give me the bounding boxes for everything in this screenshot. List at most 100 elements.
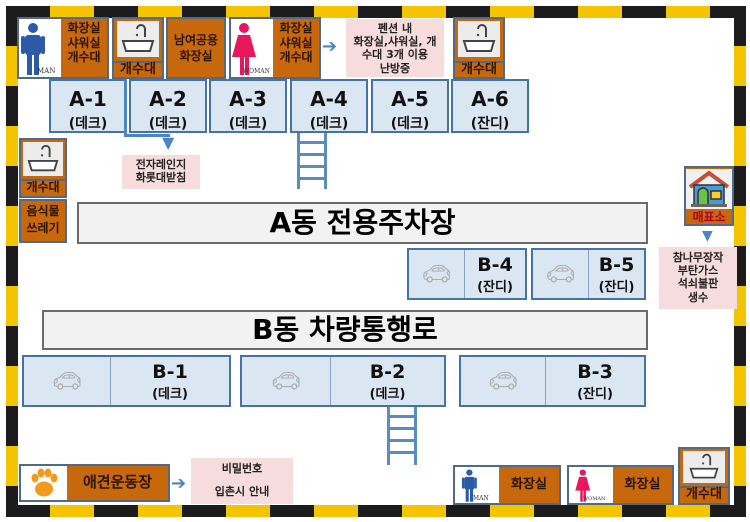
site-id: B-1 (152, 361, 188, 383)
site-a-6[interactable]: A-6 (잔디) (451, 79, 529, 133)
site-id: B-3 (577, 361, 613, 383)
sink-label: 개수대 (680, 486, 728, 502)
a-parking-banner: A동 전용주차장 (77, 202, 648, 244)
site-type: (잔디) (477, 280, 513, 295)
woman-icon: WOMAN (569, 467, 613, 503)
site-a-3[interactable]: A-3 (데크) (209, 79, 287, 133)
ladder-icon (387, 407, 417, 465)
site-b-3[interactable]: 🚗︎ B-3 (잔디) (459, 355, 646, 407)
paw-icon (21, 466, 67, 500)
sink-label: 개수대 (455, 61, 503, 77)
food-waste-text-1: 음식물 (26, 204, 60, 218)
sink-facility-top-left[interactable]: 개수대 (112, 17, 164, 79)
dog-run-note-line-1: 비밀번호 (221, 462, 263, 475)
site-a-2[interactable]: A-2 (데크) (129, 79, 207, 133)
food-waste-text-2: 쓰레기 (26, 220, 60, 235)
men-restroom-text-1: 화장실 (67, 21, 101, 35)
site-id: A-6 (471, 87, 509, 111)
men-restroom-text-3: 개수대 (67, 50, 101, 65)
site-id: B-2 (369, 361, 406, 383)
house-icon (686, 169, 732, 209)
store-note-line-3: 석쇠불판 (677, 277, 719, 291)
site-type: (잔디) (470, 116, 510, 132)
men-restroom-facility[interactable]: MAN 화장실 샤워실 개수대 (17, 17, 109, 79)
hazard-border-top (6, 6, 746, 18)
dog-run-facility[interactable]: 애견운동장 (19, 464, 170, 502)
site-type: (잔디) (598, 280, 635, 295)
site-id: B-5 (598, 254, 635, 276)
woman-icon-label: WOMAN (583, 496, 606, 502)
b-road-banner: B동 차량통행로 (42, 310, 648, 350)
a2-note-line-2: 화롯대받침 (135, 171, 187, 185)
site-type: (데크) (390, 116, 430, 132)
unisex-text-2: 화장실 (179, 48, 213, 63)
unisex-restroom-facility[interactable]: 남여공용 화장실 (166, 17, 226, 79)
sink-facility-bottom-right[interactable]: 개수대 (678, 447, 730, 505)
women-restroom-text-3: 개수대 (279, 50, 313, 65)
site-b-4[interactable]: 🚗︎ B-4 (잔디) (407, 248, 527, 300)
site-type: (데크) (68, 116, 108, 132)
site-id: A-1 (69, 87, 107, 111)
site-b-5[interactable]: 🚗︎ B-5 (잔디) (531, 248, 646, 300)
store-note-line-4: 생수 (687, 290, 709, 304)
sink-icon (683, 451, 725, 483)
food-waste-facility[interactable]: 음식물 쓰레기 (19, 199, 67, 243)
women-restroom-bottom-label: 화장실 (624, 477, 661, 493)
man-icon-label: MAN (473, 495, 489, 502)
car-icon: 🚗︎ (487, 367, 519, 395)
site-id: A-4 (310, 87, 348, 111)
dog-run-label: 애견운동장 (82, 473, 152, 492)
dog-run-note-line-2: 입촌시 안내 (214, 485, 270, 499)
store-note-line-2: 부탄가스 (677, 264, 719, 278)
sink-label: 개수대 (114, 61, 162, 77)
sink-facility-left[interactable]: 개수대 (19, 138, 67, 198)
connector-line (124, 134, 170, 137)
store-supplies-note: 참나무장작 부탄가스 석쇠불판 생수 (659, 247, 737, 309)
site-type: (데크) (148, 116, 188, 132)
store-note-line-1: 참나무장작 (672, 251, 724, 264)
site-type: (데크) (228, 116, 268, 132)
unisex-text-1: 남여공용 (173, 32, 219, 47)
sink-facility-top-right[interactable]: 개수대 (453, 17, 505, 79)
women-restroom-facility[interactable]: WOMAN 화장실 샤워실 개수대 (229, 17, 321, 79)
site-type: (데크) (309, 116, 349, 132)
hazard-border-bottom (6, 505, 746, 517)
car-icon: 🚗︎ (545, 260, 576, 288)
site-a-1[interactable]: A-1 (데크) (49, 79, 127, 133)
sink-icon (23, 142, 63, 176)
car-icon: 🚗︎ (270, 367, 302, 395)
site-type: (잔디) (577, 387, 613, 402)
man-icon: MAN (455, 467, 499, 503)
site-a-4[interactable]: A-4 (데크) (290, 79, 368, 133)
site-id: A-2 (149, 87, 187, 111)
sink-icon (458, 21, 500, 57)
pension-note-line-1: 펜션 내 (377, 22, 413, 35)
women-restroom-facility-bottom[interactable]: WOMAN 화장실 (567, 465, 674, 505)
site-a-5[interactable]: A-5 (데크) (371, 79, 449, 133)
sink-label: 개수대 (21, 179, 65, 194)
site-b-1[interactable]: 🚗︎ B-1 (데크) (22, 355, 231, 407)
site-type: (데크) (152, 387, 188, 402)
men-restroom-text-2: 샤워실 (67, 35, 101, 50)
site-type: (데크) (369, 387, 406, 402)
site-b-2[interactable]: 🚗︎ B-2 (데크) (240, 355, 446, 407)
site-id: A-5 (391, 87, 429, 111)
site-id: B-4 (477, 254, 513, 276)
car-icon: 🚗︎ (51, 367, 83, 395)
men-restroom-facility-bottom[interactable]: MAN 화장실 (453, 465, 561, 505)
women-restroom-text-1: 화장실 (279, 21, 313, 35)
men-restroom-bottom-label: 화장실 (511, 477, 547, 493)
hazard-border-right (734, 6, 746, 517)
woman-icon-label: WOMAN (243, 68, 270, 75)
a2-amenities-note: 전자레인지 화롯대받침 (122, 155, 200, 189)
arrow-right-icon: ➔ (171, 473, 187, 494)
connector-line (124, 79, 127, 137)
arrow-down-icon: ▼ (162, 133, 175, 152)
woman-icon: WOMAN (231, 19, 273, 77)
a2-note-line-1: 전자레인지 (135, 158, 187, 171)
ladder-icon (297, 133, 327, 189)
ticket-office-label: 매표소 (692, 210, 726, 224)
dog-run-note: 비밀번호 입촌시 안내 (191, 458, 293, 504)
ticket-office-facility[interactable]: 매표소 (684, 166, 734, 226)
hazard-border-left (6, 6, 18, 517)
